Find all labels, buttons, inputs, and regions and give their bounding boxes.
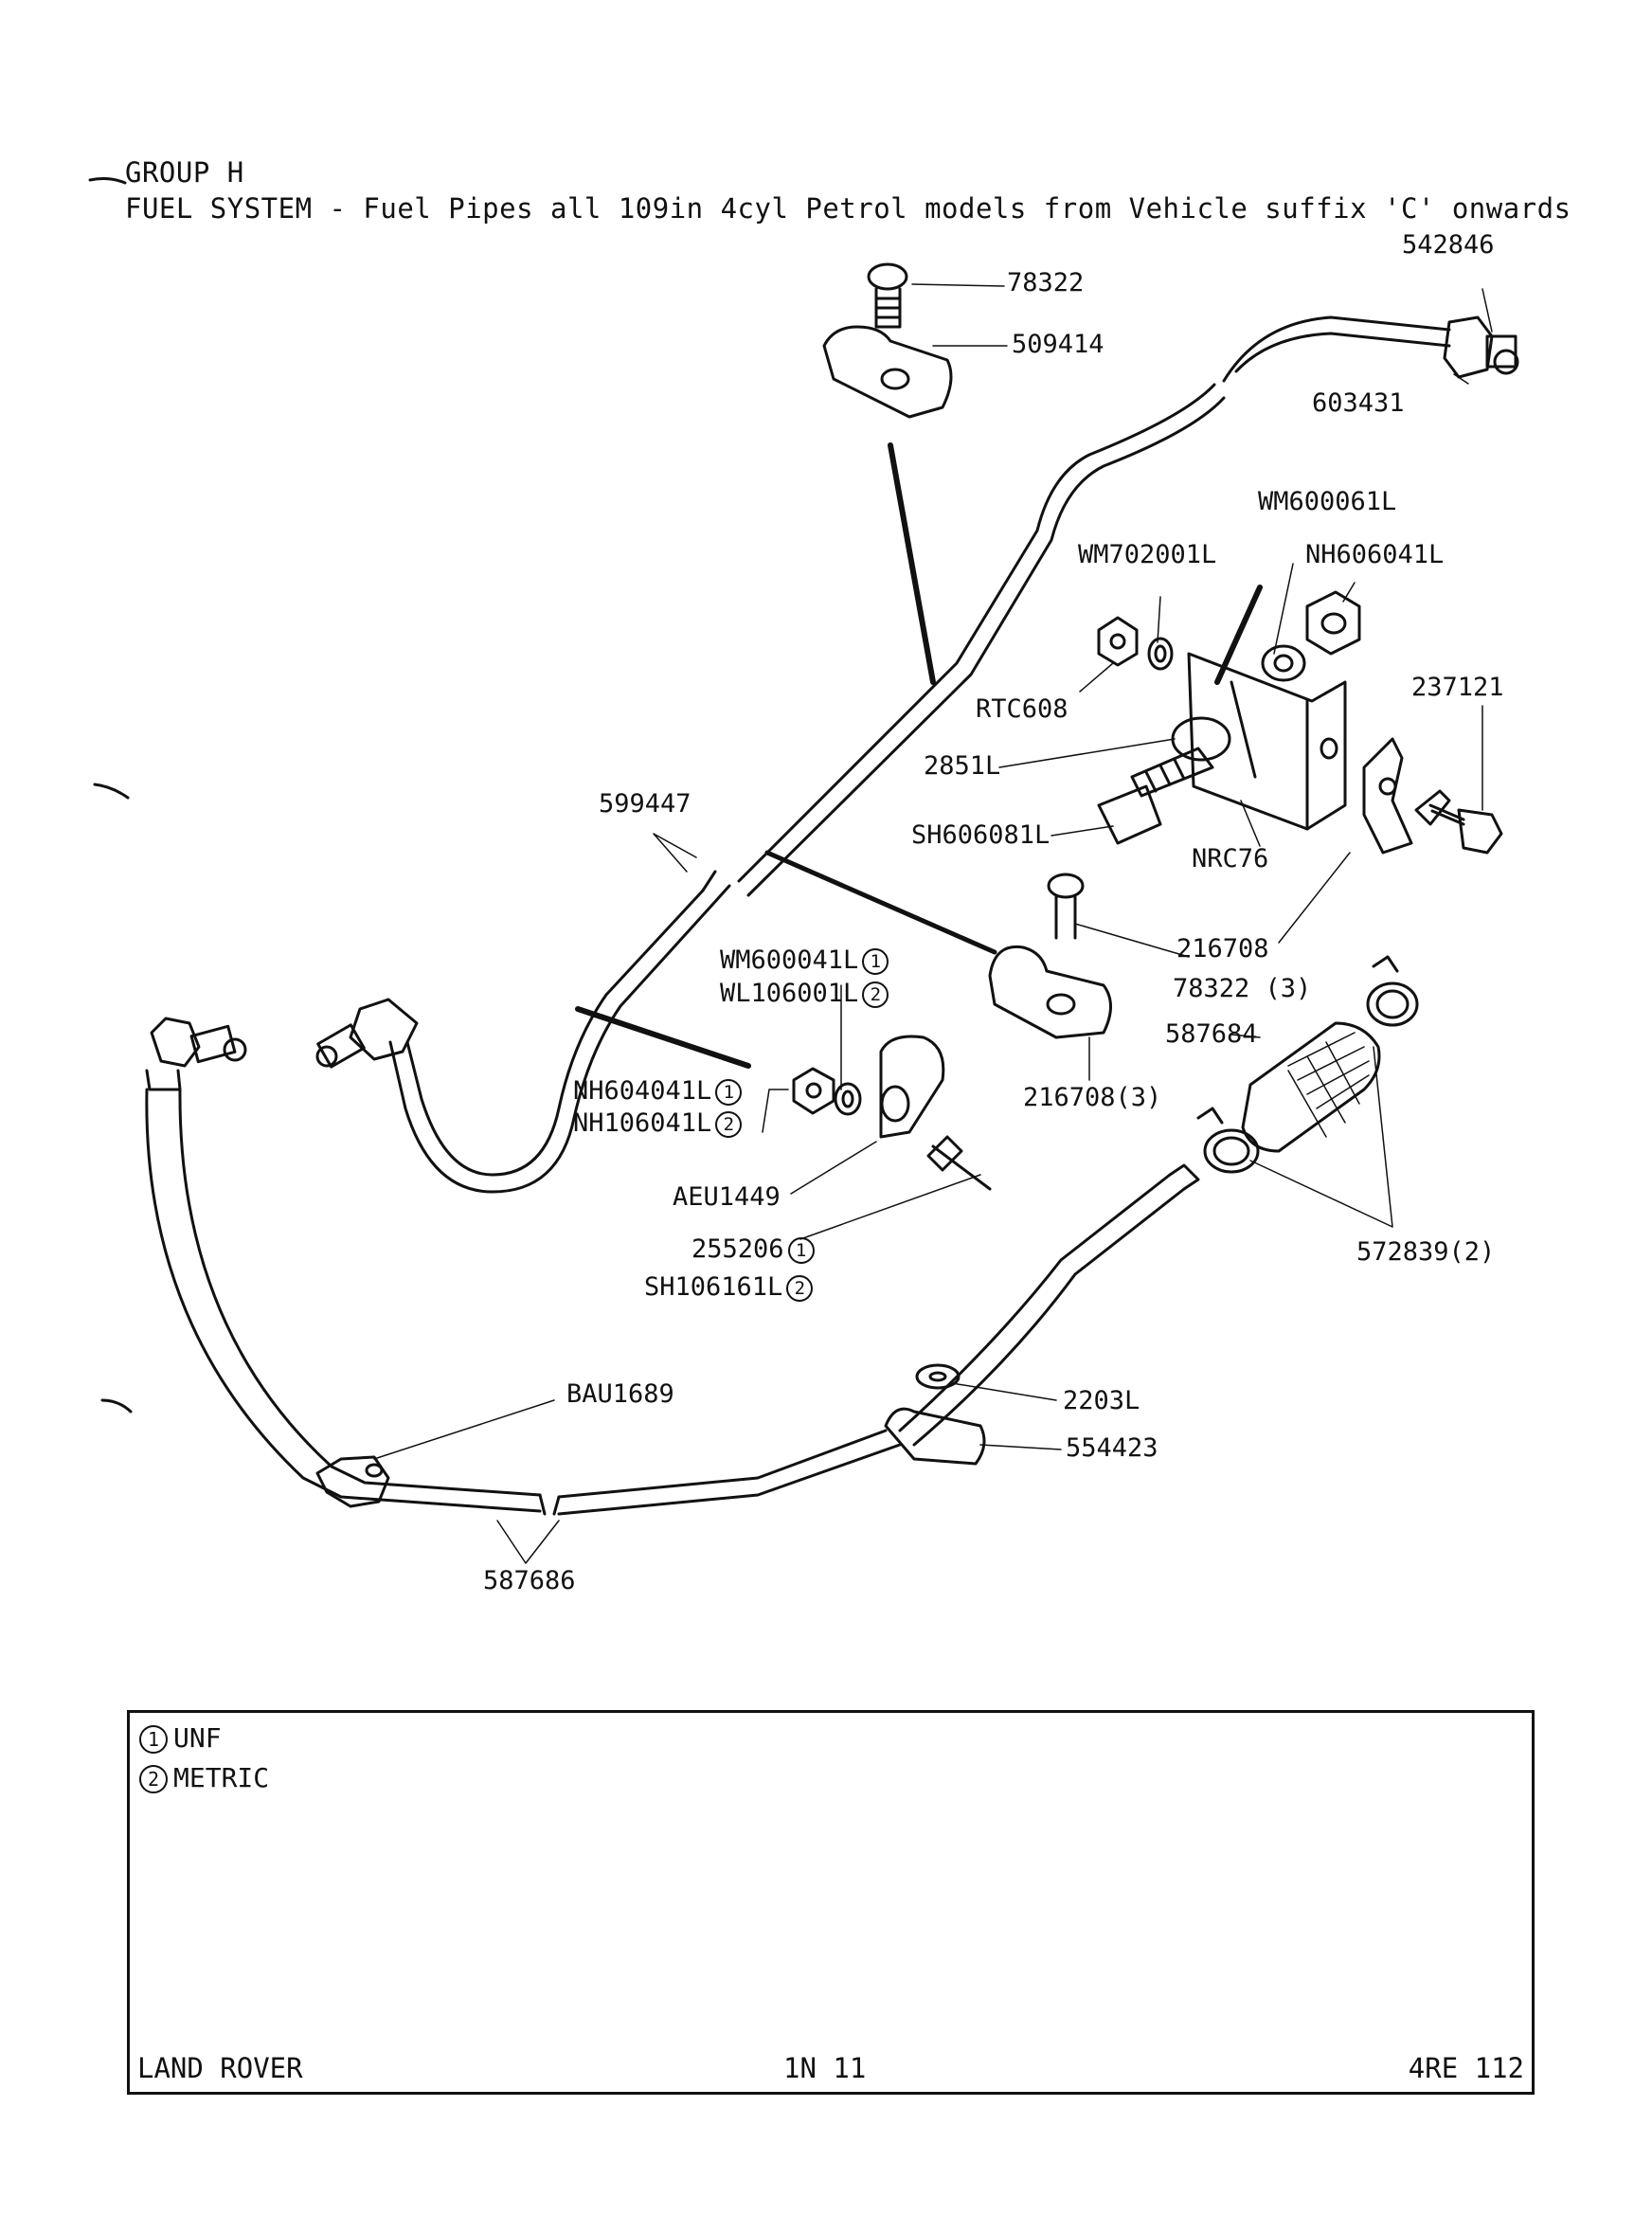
washer-wm702001l — [1147, 637, 1174, 671]
label-2203l: 2203L — [1063, 1386, 1140, 1415]
footer-make: LAND ROVER — [137, 2052, 303, 2084]
label-aeu1449: AEU1449 — [673, 1182, 781, 1212]
union-fitting-542846 — [1443, 315, 1519, 379]
label-542846: 542846 — [1402, 230, 1495, 260]
clip-216708-3 — [764, 850, 1112, 1039]
hose-587684 — [1241, 1021, 1381, 1153]
metric-marker: 2 — [786, 1274, 814, 1302]
margin-mark — [100, 1398, 133, 1414]
bolt-237121 — [1414, 789, 1503, 855]
label-587684: 587684 — [1165, 1019, 1258, 1049]
margin-mark — [88, 177, 127, 185]
unf-marker: 1 — [715, 1078, 743, 1106]
group-heading: GROUP H — [125, 156, 244, 189]
label-wm702001l: WM702001L — [1078, 540, 1217, 569]
label-sh106161l-text: SH106161L — [644, 1272, 783, 1302]
hose-587686 — [145, 1088, 902, 1516]
unf-marker: 1 — [862, 947, 889, 975]
label-78322-3: 78322 (3) — [1173, 974, 1312, 1003]
legend-unf-label: UNF — [173, 1722, 222, 1754]
nut-nh604041l — [792, 1067, 835, 1115]
washer-wm600061l — [1261, 644, 1306, 682]
fuel-pipe-599447 — [388, 315, 1451, 1194]
label-2851l: 2851L — [924, 751, 1001, 781]
unf-marker: 1 — [787, 1236, 815, 1264]
clip-554423 — [884, 1363, 986, 1466]
label-603431: 603431 — [1312, 388, 1405, 418]
clip-509414 — [822, 262, 953, 685]
pipe-end-fitting-left — [315, 998, 419, 1069]
metric-marker: 2 — [139, 1765, 168, 1793]
label-nh106041l-text: NH106041L — [573, 1108, 712, 1138]
label-wm600041l-text: WM600041L — [720, 945, 859, 975]
label-237121: 237121 — [1411, 673, 1504, 702]
label-wm600061l: WM600061L — [1258, 487, 1397, 516]
label-bau1689: BAU1689 — [566, 1379, 674, 1409]
footer-page: 1N 11 — [783, 2052, 867, 2084]
label-nh604041l-text: NH604041L — [573, 1076, 712, 1106]
label-587686: 587686 — [483, 1566, 576, 1595]
clip-bau1689 — [315, 1455, 390, 1508]
legend-metric-label: METRIC — [173, 1762, 270, 1793]
page-title: FUEL SYSTEM - Fuel Pipes all 109in 4cyl … — [125, 192, 1571, 225]
bracket-nrc76 — [1187, 585, 1347, 831]
leader-bold — [575, 1006, 751, 1069]
label-255206-text: 255206 — [691, 1234, 784, 1264]
metric-marker: 2 — [715, 1110, 743, 1138]
hose-to-587684 — [898, 1163, 1200, 1447]
label-216708: 216708 — [1176, 934, 1269, 963]
footer-ref: 4RE 112 — [1408, 2052, 1524, 2084]
clip-216708 — [1362, 737, 1413, 855]
label-sh606081l: SH606081L — [911, 820, 1050, 850]
label-599447: 599447 — [599, 789, 691, 819]
label-nrc76: NRC76 — [1192, 844, 1269, 873]
nut-nh606041l — [1305, 590, 1361, 656]
label-wl106001l-text: WL106001L — [720, 979, 859, 1008]
label-rtc608: RTC608 — [976, 694, 1068, 724]
washer-wm600041l — [834, 1082, 862, 1116]
metric-marker: 2 — [862, 981, 889, 1008]
margin-mark — [93, 783, 130, 800]
nut-rtc608 — [1097, 616, 1139, 667]
hose-fitting-left — [145, 1017, 247, 1091]
bolt-2851l — [1097, 716, 1231, 845]
clamp-572839-a — [1196, 1107, 1260, 1174]
unf-marker: 1 — [139, 1725, 168, 1754]
label-nh606041l: NH606041L — [1305, 540, 1445, 569]
clip-aeu1449 — [879, 1035, 992, 1191]
label-572839-2: 572839(2) — [1356, 1237, 1496, 1267]
label-554423: 554423 — [1066, 1433, 1158, 1463]
label-216708-3: 216708(3) — [1023, 1083, 1162, 1112]
label-509414: 509414 — [1012, 330, 1104, 359]
clamp-572839-b — [1366, 955, 1419, 1027]
label-78322: 78322 — [1007, 268, 1085, 297]
